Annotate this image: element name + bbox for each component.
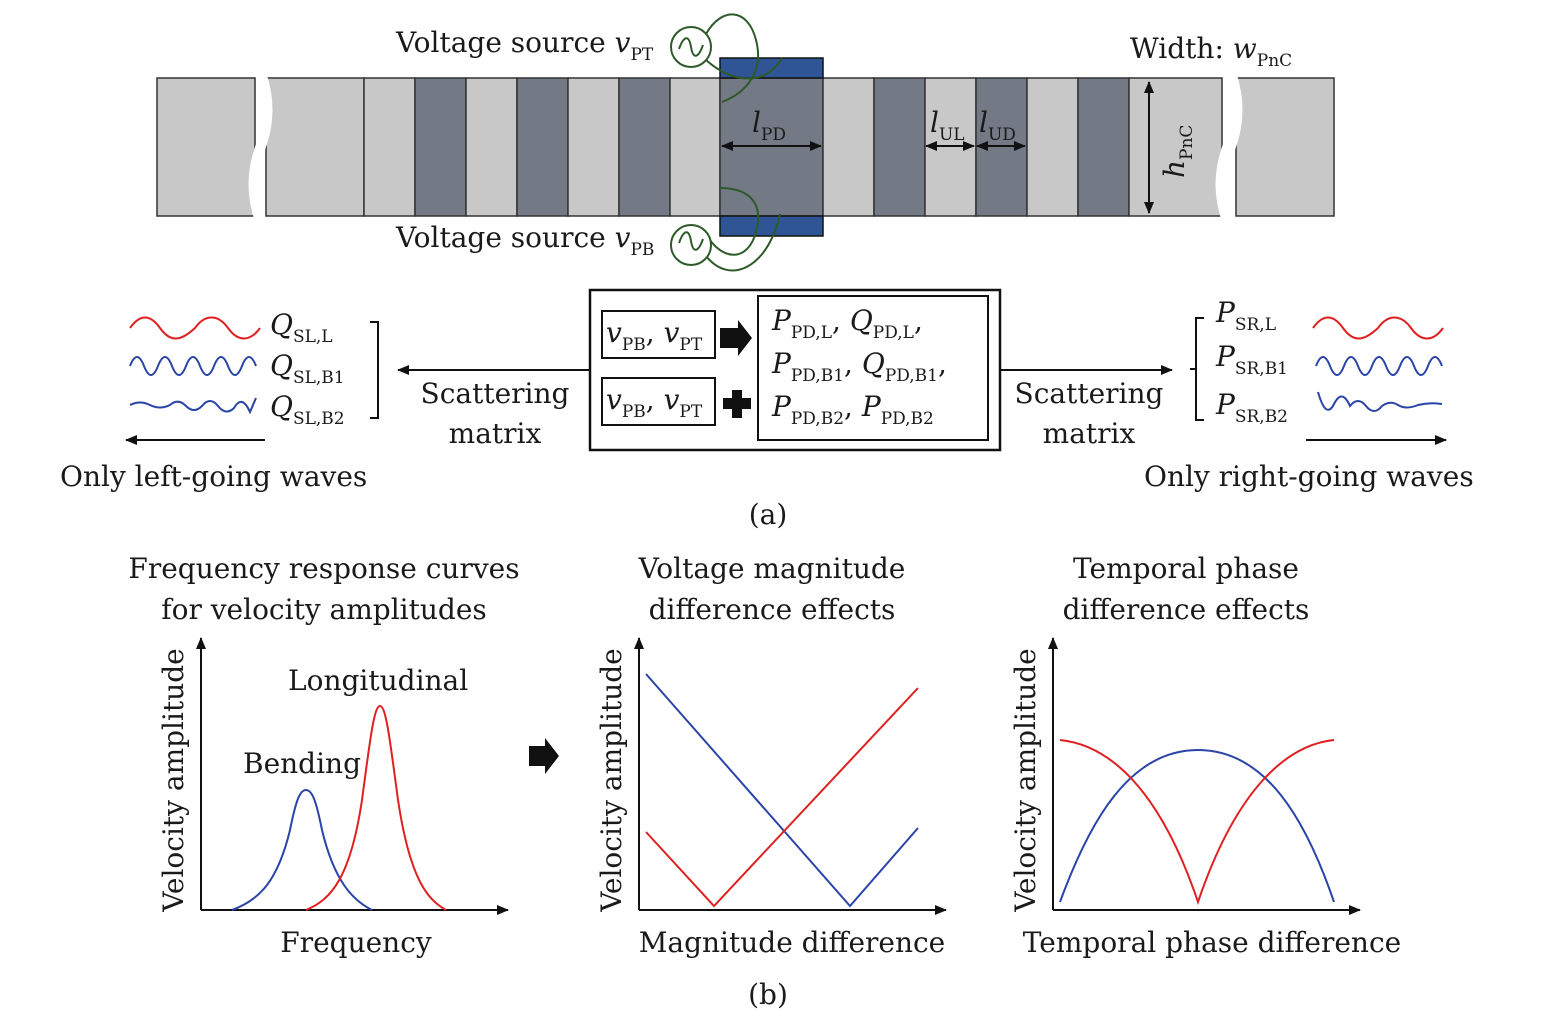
p-sr-l-label: PSR,L (1215, 296, 1276, 335)
h-pnc-label: hPnC (1158, 125, 1197, 178)
beam-segment (1128, 77, 1223, 217)
p-sr-b2-label: PSR,B2 (1215, 388, 1288, 427)
wires (705, 13, 783, 272)
scattering-left-label-2: matrix (449, 417, 542, 450)
unit-dark (618, 77, 671, 217)
top-electrode (719, 57, 824, 79)
unit-light (567, 77, 620, 217)
plot2-xlabel: Magnitude difference (639, 926, 946, 959)
beam-right-end (1235, 77, 1335, 217)
l-ul-label: lUL (930, 106, 965, 145)
beam-segment (265, 77, 365, 217)
plot1-title-1: Frequency response curves (128, 552, 519, 585)
bending-curve (231, 788, 373, 911)
q-sl-l-label: QSL,L (270, 308, 333, 347)
p-sr-b1-label: PSR,B1 (1215, 340, 1288, 379)
plot3-red-curve (1059, 739, 1335, 906)
unit-dark (414, 77, 467, 217)
plot2-red-curve (645, 687, 919, 908)
longitudinal-curve (305, 704, 447, 911)
wave-right-longitudinal (1312, 316, 1444, 340)
left-going-label: Only left-going waves (60, 460, 367, 493)
plus-icon (723, 390, 751, 418)
right-going-label: Only right-going waves (1144, 460, 1474, 493)
wave-right-bending-1 (1315, 356, 1443, 376)
bending-label: Bending (243, 747, 361, 780)
pd-terms-line-3: PPD,B2, PPD,B2 (771, 390, 934, 429)
beam-break-left (248, 72, 273, 222)
plot3-blue-curve (1059, 748, 1335, 903)
scattering-right-label-1: Scattering (1015, 377, 1164, 410)
caption-a: (a) (749, 498, 788, 531)
unit-dark (516, 77, 569, 217)
plot2-title-2: difference effects (649, 593, 896, 626)
plot2-title-1: Voltage magnitude (638, 552, 906, 585)
plot1-ylabel: Velocity amplitude (157, 648, 190, 913)
unit-light (669, 77, 721, 217)
longitudinal-label: Longitudinal (288, 664, 468, 697)
right-arrow-icon (529, 738, 559, 774)
input-box-1 (601, 310, 716, 359)
plot3-title-2: difference effects (1063, 593, 1310, 626)
plot1-xlabel: Frequency (280, 926, 432, 959)
unit-light (822, 77, 875, 217)
unit-light (465, 77, 518, 217)
unit-dark (873, 77, 926, 217)
scattering-right-label-2: matrix (1043, 417, 1136, 450)
scattering-left-label-1: Scattering (421, 377, 570, 410)
plot2-ylabel: Velocity amplitude (595, 648, 628, 913)
pd-terms-box (757, 295, 989, 441)
beam-break-right (1215, 72, 1243, 222)
beam-left-end (156, 77, 256, 217)
plot1-title-2: for velocity amplitudes (161, 593, 487, 626)
plot3-title-1: Temporal phase (1073, 552, 1299, 585)
left-brace (370, 321, 379, 419)
voltage-source-top-label: Voltage source vPT (395, 26, 654, 65)
unit-light (1026, 77, 1079, 217)
plot3-ylabel: Velocity amplitude (1009, 648, 1042, 913)
wave-right-bending-2 (1317, 391, 1443, 412)
pd-terms-line-1: PPD,L, QPD,L, (771, 304, 923, 343)
input-box-2 (601, 377, 716, 426)
plot2-blue-curve (645, 673, 919, 908)
voltage-source-bottom-label: Voltage source vPB (395, 221, 654, 260)
l-ud-label: lUD (979, 106, 1016, 145)
wave-left-bending-1 (129, 356, 257, 376)
q-sl-b1-label: QSL,B1 (270, 349, 345, 388)
right-arrow-icon (720, 320, 752, 356)
pd-terms-line-2: PPD,B1, QPD,B1, (771, 347, 947, 386)
width-label: Width: wPnC (1130, 32, 1292, 71)
unit-dark (1077, 77, 1130, 217)
right-brace (1190, 317, 1204, 421)
wave-left-longitudinal (129, 316, 261, 340)
plot3-xlabel: Temporal phase difference (1023, 926, 1401, 959)
unit-light (363, 77, 416, 217)
caption-b: (b) (748, 978, 788, 1011)
bottom-electrode (719, 215, 824, 237)
l-pd-label: lPD (752, 106, 786, 145)
wave-left-bending-2 (129, 397, 257, 415)
q-sl-b2-label: QSL,B2 (270, 390, 345, 429)
